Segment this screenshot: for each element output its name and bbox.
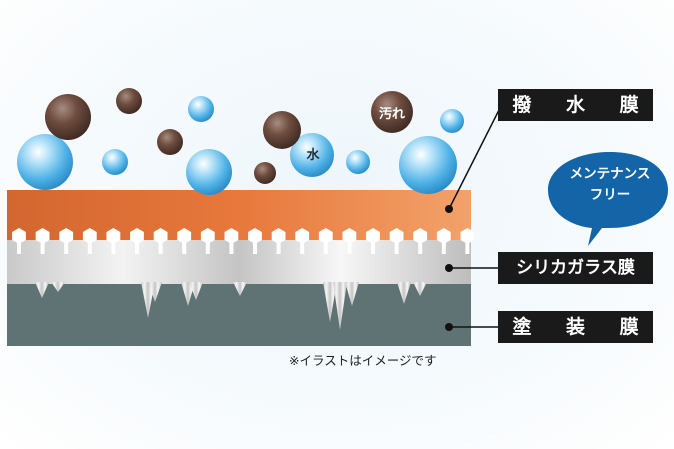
leader-dot-silica — [445, 264, 453, 272]
water-droplet — [17, 134, 73, 190]
hexagon-stem — [347, 242, 352, 254]
hexagon-stem — [418, 242, 423, 254]
callout-line-2: フリー — [589, 187, 631, 203]
hexagon-molecule — [295, 228, 310, 244]
leader-dot-water-repellent — [445, 205, 453, 213]
crack-spike — [333, 282, 347, 330]
leader-line-water-repellent — [448, 109, 500, 210]
hexagon-molecule — [389, 228, 404, 244]
leader-dot-paint — [445, 323, 453, 331]
water-label: 水 — [306, 148, 320, 163]
hexagon-molecule — [342, 228, 357, 244]
water-droplet — [290, 133, 334, 177]
crack-spike — [35, 282, 49, 298]
hexagon-molecule — [460, 228, 475, 244]
crack-spike — [233, 282, 247, 296]
hexagon-molecule — [366, 228, 380, 244]
water-droplet — [102, 149, 128, 175]
hexagon-stem — [64, 242, 69, 254]
water-repellent-film-label: 撥 水 膜 — [498, 89, 653, 121]
crack-spike — [148, 282, 162, 302]
hexagon-stem — [87, 242, 92, 254]
crack-spike — [323, 282, 337, 322]
dirt-particle — [157, 129, 183, 155]
hexagon-molecule — [12, 228, 26, 244]
hexagon-stem — [253, 242, 257, 254]
maintenance-free-text: メンテナンス フリー — [548, 164, 672, 214]
hexagon-stem — [394, 242, 399, 254]
water-droplet — [440, 109, 464, 133]
crack-spike — [397, 282, 411, 304]
dirt-label: 汚れ — [378, 107, 405, 122]
hexagon-stem — [17, 242, 21, 254]
hexagon-molecule — [200, 228, 215, 244]
dirt-particle — [371, 91, 413, 133]
crack-spikes — [35, 282, 427, 330]
hexagon-stem — [135, 242, 139, 254]
hexagon-molecule — [59, 228, 74, 244]
hexagon-molecule — [271, 228, 286, 244]
dirt-particle — [263, 111, 301, 149]
hexagon-stem — [441, 242, 446, 254]
hexagon-molecule — [224, 228, 239, 244]
hexagon-stem — [229, 242, 234, 254]
hexagon-stem — [111, 242, 116, 254]
illustration-note: ※イラストはイメージです — [289, 353, 437, 368]
water-droplet — [188, 96, 214, 122]
maintenance-free-bubble — [548, 152, 668, 246]
hexagon-stem — [182, 242, 187, 254]
hexagon-molecule — [130, 228, 144, 244]
hexagon-molecule — [436, 228, 451, 244]
hexagon-stem — [158, 242, 163, 254]
hexagon-molecule — [318, 228, 333, 244]
crack-spike — [51, 282, 65, 292]
water-droplet — [346, 150, 370, 174]
callout-line-1: メンテナンス — [569, 166, 651, 182]
hexagon-molecule — [153, 228, 168, 244]
hexagon-molecule — [35, 228, 50, 244]
hexagon-stem — [300, 242, 305, 254]
water-droplet — [399, 136, 457, 194]
crack-spike — [189, 282, 203, 300]
hexagon-stem — [40, 242, 45, 254]
paint-film-label: 塗 装 膜 — [498, 311, 653, 343]
hexagon-molecule-row — [12, 228, 475, 254]
crack-spike — [413, 282, 427, 296]
hexagon-stem — [465, 242, 470, 254]
hexagon-molecule — [413, 228, 428, 244]
hexagon-molecule — [82, 228, 97, 244]
crack-spike — [345, 282, 359, 306]
dirt-particle — [116, 88, 142, 114]
droplets-and-particles — [17, 88, 464, 195]
hexagon-molecule — [177, 228, 192, 244]
silica-glass-film-label: シリカガラス膜 — [498, 252, 653, 284]
water-droplet — [186, 149, 232, 195]
dirt-particle — [254, 162, 276, 184]
dirt-particle — [45, 94, 91, 140]
hexagon-stem — [323, 242, 328, 254]
hexagon-stem — [371, 242, 375, 254]
hexagon-molecule — [248, 228, 262, 244]
hexagon-stem — [205, 242, 210, 254]
hexagon-stem — [276, 242, 281, 254]
hexagon-molecule — [106, 228, 121, 244]
